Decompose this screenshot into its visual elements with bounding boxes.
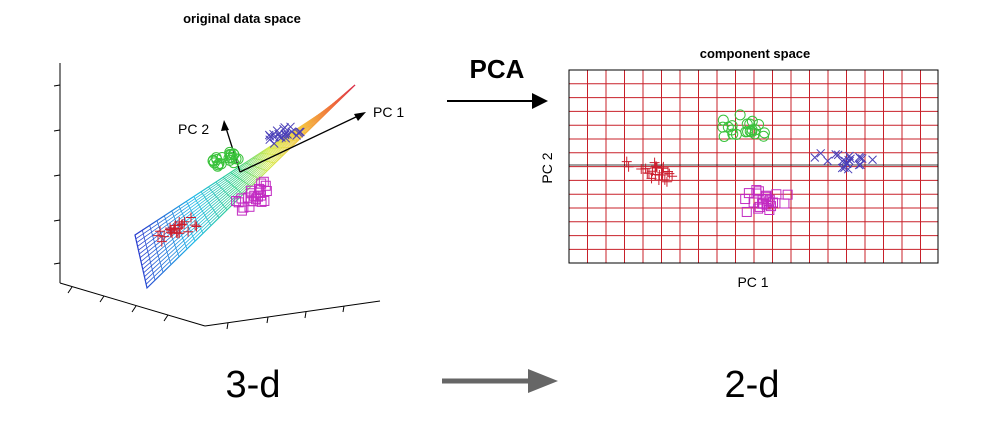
point-2d-red	[623, 161, 634, 172]
point-3d-magenta	[236, 205, 247, 216]
pc2-label-3d: PC 2	[178, 121, 209, 137]
component-plot-frame	[568, 69, 939, 264]
point-3d-red	[190, 220, 201, 231]
point-2d-blue	[843, 164, 853, 174]
point-3d-red	[153, 230, 164, 241]
point-3d-magenta	[245, 185, 256, 196]
point-3d-magenta	[238, 202, 249, 213]
point-3d-magenta	[256, 196, 267, 207]
point-3d-magenta	[249, 190, 260, 201]
point-2d-red	[661, 176, 672, 187]
point-2d-red	[621, 156, 632, 167]
point-2d-magenta	[761, 199, 772, 210]
point-2d-blue	[854, 160, 864, 170]
point-3d-blue	[264, 130, 274, 140]
left-scatter-points	[153, 122, 305, 247]
point-2d-magenta	[764, 204, 775, 215]
point-3d-blue	[295, 127, 304, 137]
point-2d-red	[659, 174, 670, 185]
point-2d-red	[642, 167, 653, 178]
point-3d-green	[208, 157, 220, 169]
point-2d-blue	[857, 154, 867, 163]
point-3d-green	[223, 152, 235, 164]
right-ylabel: PC 2	[539, 152, 555, 183]
point-2d-red	[649, 157, 660, 168]
point-3d-red	[156, 236, 167, 247]
point-2d-magenta	[740, 194, 751, 205]
point-3d-red	[176, 219, 187, 230]
point-2d-green	[727, 128, 739, 140]
left-panel-title: original data space	[183, 11, 301, 26]
point-2d-green	[758, 130, 770, 142]
point-2d-red	[654, 169, 665, 180]
point-2d-blue	[840, 156, 850, 166]
point-3d-magenta	[255, 190, 266, 201]
point-3d-red	[165, 227, 176, 238]
point-2d-green	[746, 124, 758, 136]
point-3d-blue	[277, 133, 286, 142]
point-3d-magenta	[231, 196, 242, 207]
left-3d-axes	[53, 63, 381, 330]
dimension-arrow	[442, 369, 558, 393]
point-3d-magenta	[244, 201, 255, 212]
point-3d-red	[165, 223, 176, 234]
point-2d-magenta	[751, 185, 762, 196]
point-2d-red	[664, 168, 675, 179]
point-2d-blue	[823, 156, 833, 166]
point-3d-red	[159, 231, 170, 242]
point-3d-green	[230, 153, 242, 165]
point-2d-magenta	[779, 198, 790, 209]
point-2d-green	[726, 124, 738, 136]
point-2d-magenta	[753, 186, 764, 197]
point-2d-blue	[810, 153, 820, 162]
point-2d-green	[734, 109, 746, 121]
point-2d-magenta	[741, 206, 752, 217]
point-3d-red	[174, 228, 185, 239]
point-3d-magenta	[250, 194, 261, 205]
point-2d-green	[718, 130, 730, 142]
point-2d-green	[749, 124, 761, 136]
point-2d-magenta	[760, 191, 771, 202]
point-3d-red	[183, 226, 194, 237]
pc1-arrow-3d	[239, 112, 366, 173]
right-scatter-points	[621, 109, 877, 217]
point-3d-blue	[269, 139, 279, 148]
point-2d-blue	[868, 155, 877, 165]
point-2d-blue	[833, 150, 843, 160]
point-3d-red	[185, 212, 196, 223]
point-3d-magenta	[245, 196, 256, 207]
point-2d-blue	[845, 156, 854, 166]
point-2d-magenta	[771, 189, 782, 200]
point-2d-green	[717, 114, 729, 126]
pca-arrow	[447, 93, 548, 109]
pca-label: PCA	[470, 54, 525, 84]
to-dimension-label: 2-d	[725, 364, 780, 406]
pc1-label-3d: PC 1	[373, 104, 404, 120]
point-3d-blue	[272, 126, 282, 135]
point-2d-green	[744, 118, 756, 130]
point-3d-green	[207, 155, 219, 167]
point-3d-red	[155, 226, 166, 237]
point-3d-red	[191, 221, 202, 232]
point-2d-blue	[856, 160, 865, 170]
point-3d-blue	[286, 122, 295, 132]
point-2d-red	[646, 173, 657, 184]
point-3d-blue	[296, 127, 305, 137]
point-2d-blue	[855, 152, 864, 162]
right-panel-title: component space	[700, 46, 811, 61]
right-xlabel: PC 1	[737, 274, 768, 290]
point-2d-blue	[837, 156, 847, 166]
point-2d-red	[651, 162, 662, 173]
point-3d-blue	[279, 124, 288, 134]
principal-plane-mesh	[134, 84, 356, 290]
from-dimension-label: 3-d	[226, 364, 281, 406]
point-3d-magenta	[258, 176, 269, 187]
point-2d-red	[658, 161, 669, 172]
point-2d-blue	[831, 150, 841, 159]
point-2d-blue	[816, 148, 826, 158]
point-2d-red	[667, 171, 678, 182]
